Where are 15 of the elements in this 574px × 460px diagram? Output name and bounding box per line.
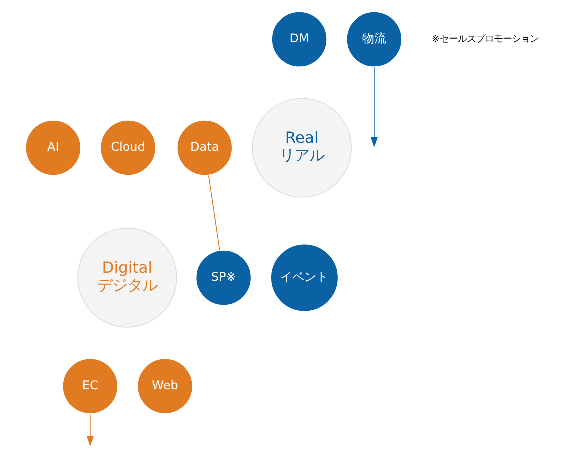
arrow bbox=[86, 414, 94, 447]
node-circle: イベント bbox=[269, 242, 340, 313]
node-circle: Data bbox=[176, 119, 234, 177]
node-circle: Cloud bbox=[98, 119, 157, 177]
label: ※セールスプロモーション bbox=[431, 34, 538, 45]
node-circle: EC bbox=[61, 358, 119, 416]
connector bbox=[208, 175, 220, 251]
node-circle: 物流 bbox=[345, 10, 403, 68]
node-circle: Web bbox=[136, 358, 194, 416]
node-circle: AI bbox=[24, 119, 82, 177]
arrow bbox=[370, 67, 378, 148]
node-circle: SP※ bbox=[194, 249, 252, 307]
node-circle: DM bbox=[270, 10, 328, 68]
node-circle: Real リアル bbox=[252, 98, 352, 198]
node-circle: Digital デジタル bbox=[77, 228, 177, 328]
